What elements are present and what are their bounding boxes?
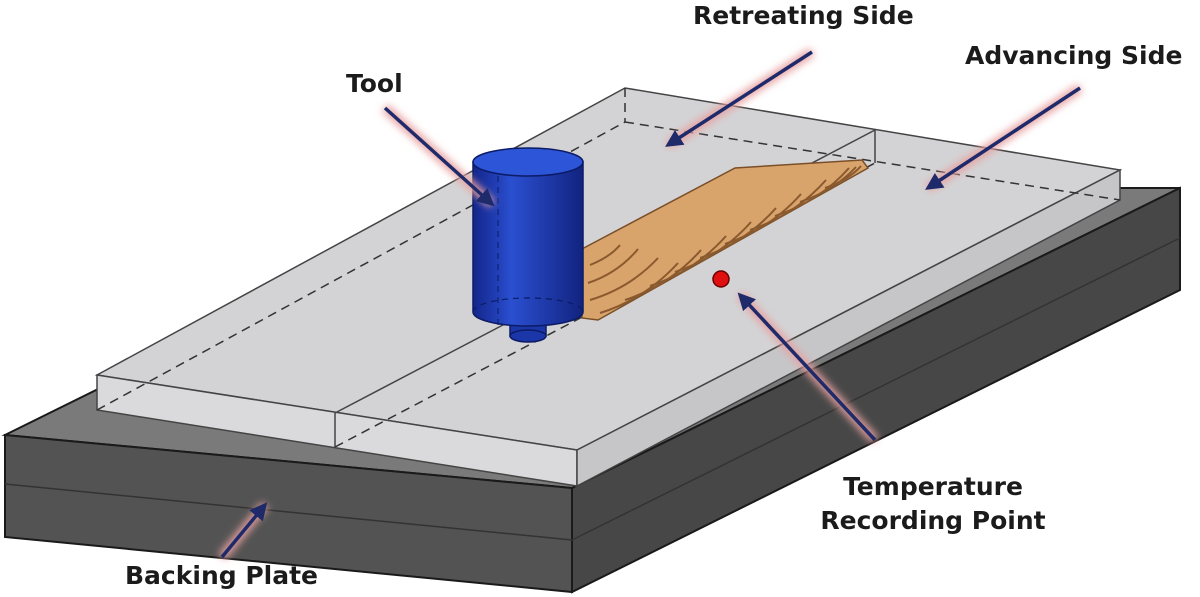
label-tool: Tool bbox=[346, 69, 403, 98]
arrow-tool bbox=[381, 104, 496, 208]
label-advancing-side: Advancing Side bbox=[965, 41, 1183, 70]
label-temperature-line2: Recording Point bbox=[820, 505, 1046, 535]
label-temperature-line1: Temperature bbox=[843, 472, 1023, 501]
arrow-temperature bbox=[736, 291, 879, 444]
label-backing-plate: Backing Plate bbox=[125, 561, 319, 590]
arrow-advancing bbox=[925, 84, 1083, 192]
red-dot-icon bbox=[712, 270, 730, 288]
label-retreating-side: Retreating Side bbox=[693, 1, 914, 30]
label-temperature-recording-point: Temperature Recording Point bbox=[820, 470, 1046, 538]
backing-plate-side bbox=[571, 186, 1181, 594]
weld-bead bbox=[579, 159, 870, 321]
cylinder-tool-icon bbox=[472, 147, 584, 343]
arrow-retreating bbox=[665, 48, 815, 149]
arrow-backing bbox=[218, 502, 269, 560]
